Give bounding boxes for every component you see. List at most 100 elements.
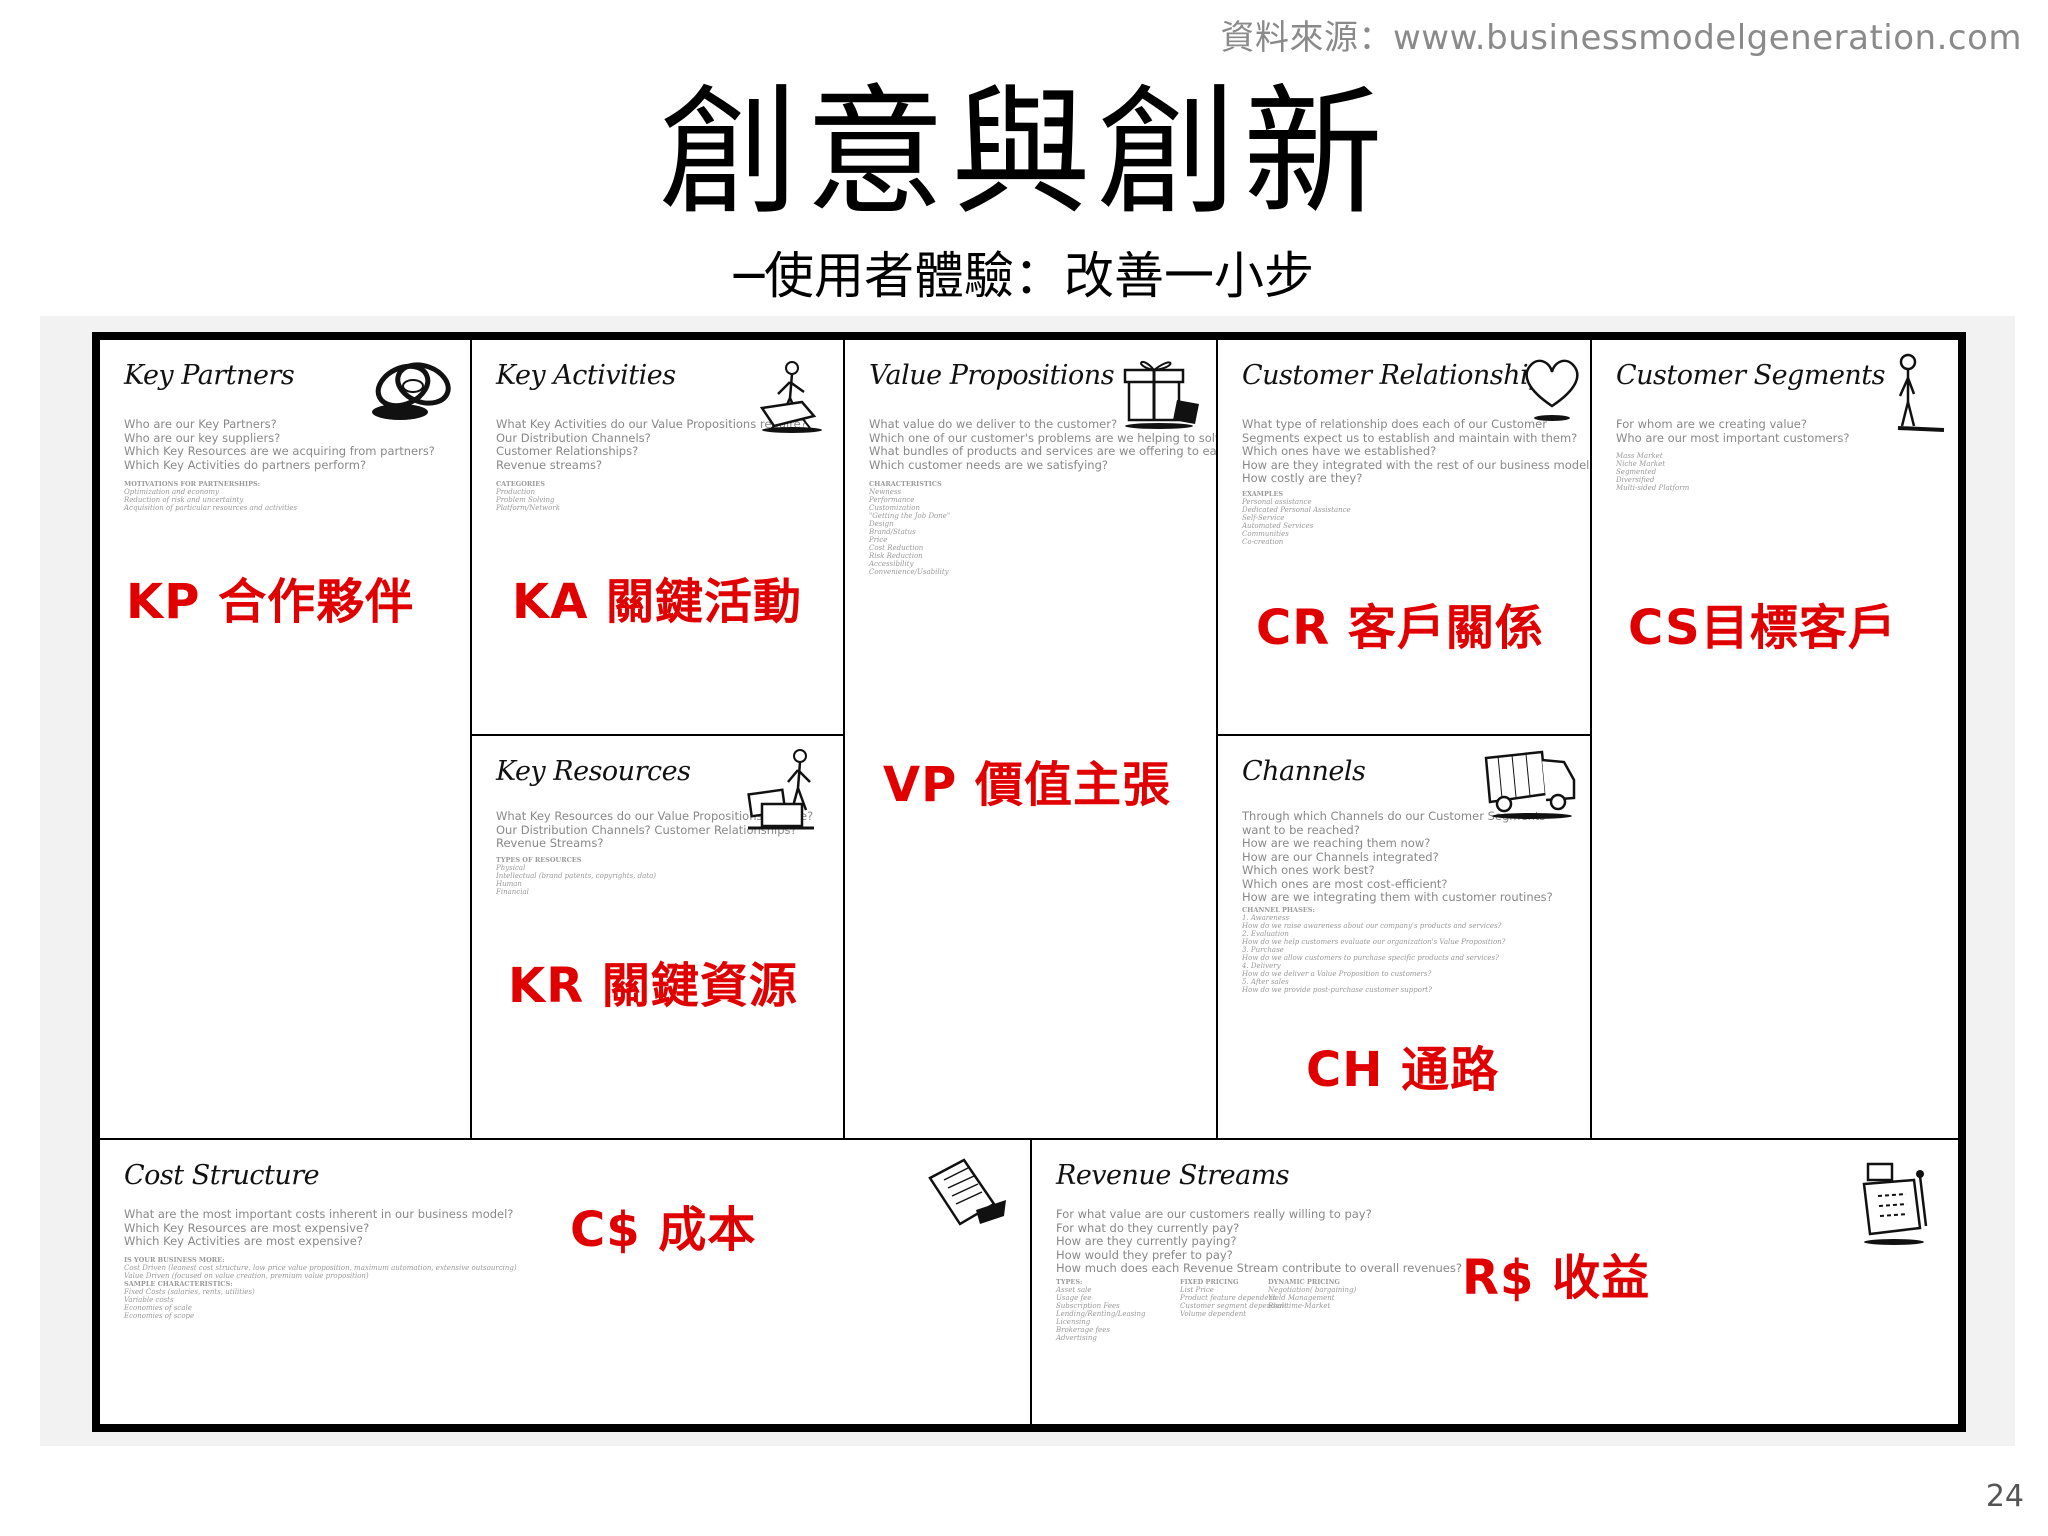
cell-label: VP 價值主張 xyxy=(883,757,1172,813)
cell-key-activities: Key Activities What Key Activities do ou… xyxy=(470,338,845,736)
text-line: Asset sale xyxy=(1056,1286,1092,1294)
cell-value-propositions: Value Propositions What value do we deli… xyxy=(843,338,1351,1140)
slide-title: 創意與創新 xyxy=(658,72,1389,235)
text-line: Optimization and economy xyxy=(124,488,219,496)
text-line: Co-creation xyxy=(1242,538,1284,546)
cell-questions: What Key Resources do our Value Proposit… xyxy=(496,809,814,851)
text-line: Licensing xyxy=(1056,1318,1091,1326)
text-line: How much does each Revenue Stream contri… xyxy=(1056,1261,1462,1275)
text-line: Economies of scope xyxy=(124,1312,195,1320)
text-line: Value Driven (focused on value creation,… xyxy=(124,1272,369,1280)
text-line: Usage fee xyxy=(1056,1294,1092,1302)
text-line: Which Key Resources are we acquiring fro… xyxy=(124,444,435,458)
cell-label: CR 客戶關係 xyxy=(1256,600,1544,656)
source-note: 資料來源：www.businessmodelgeneration.com xyxy=(1220,18,2022,58)
text-line: "Getting the Job Done" xyxy=(869,512,951,520)
text-line: How costly are they? xyxy=(1242,471,1363,485)
cell-revenue-streams: Revenue Streams For what value are our c… xyxy=(1030,1138,1960,1426)
text-line: Who are our Key Partners? xyxy=(124,417,277,431)
text-line: Who are our most important customers? xyxy=(1616,430,1850,445)
delivery-truck-icon xyxy=(1484,750,1576,819)
text-line: Product feature dependent xyxy=(1180,1294,1276,1302)
cell-questions: For what value are our customers really … xyxy=(1056,1207,1462,1276)
cell-questions: Who are our Key Partners?Who are our key… xyxy=(124,417,435,472)
cell-heading: Value Propositions xyxy=(869,360,1115,391)
text-line: Cost Reduction xyxy=(869,544,924,552)
slide-subtitle: ─使用者體驗：改善一小步 xyxy=(733,247,1315,305)
cell-label: KA 關鍵活動 xyxy=(512,574,803,630)
price-tag-icon xyxy=(928,1158,1006,1226)
cell-questions: What are the most important costs inhere… xyxy=(124,1207,513,1249)
text-line: DYNAMIC PRICING xyxy=(1268,1278,1340,1286)
text-line: Volume dependent xyxy=(1180,1310,1247,1318)
cell-questions: For whom are we creating value?Who are o… xyxy=(1616,417,1850,445)
text-line: Production xyxy=(496,488,535,496)
text-line: Our Distribution Channels? xyxy=(496,430,651,445)
text-line: Lending/Renting/Leasing xyxy=(1056,1310,1146,1318)
text-line: Newness xyxy=(869,488,902,496)
text-line: How are they integrated with the rest of… xyxy=(1242,457,1596,472)
text-line: For what do they currently pay? xyxy=(1056,1220,1240,1235)
text-line: SAMPLE CHARACTERISTICS: xyxy=(124,1280,233,1288)
text-line: Platform/Network xyxy=(496,504,560,512)
text-line: How do we raise awareness about our comp… xyxy=(1242,922,1502,930)
text-line: Convenience/Usability xyxy=(869,568,949,576)
text-line: EXAMPLES xyxy=(1242,490,1284,498)
text-line: How are we reaching them now? xyxy=(1242,836,1431,850)
text-line: Brokerage fees xyxy=(1056,1326,1110,1334)
cell-customer-segments: Customer Segments For whom are we creati… xyxy=(1590,338,1960,1140)
cell-details: IS YOUR BUSINESS MORE:Cost Driven (leane… xyxy=(124,1256,517,1320)
text-line: What Key Resources do our Value Proposit… xyxy=(496,809,814,823)
text-line: Customer Relationships? xyxy=(496,444,639,458)
text-line: Niche Market xyxy=(1616,460,1666,468)
text-line: Multi-sided Platform xyxy=(1616,484,1690,492)
text-line: Economies of scale xyxy=(124,1304,192,1312)
text-line: How do we provide post-purchase customer… xyxy=(1242,986,1432,994)
text-line: List Price xyxy=(1180,1286,1214,1294)
text-line: 4. Delivery xyxy=(1242,962,1281,970)
text-line: Price xyxy=(869,536,888,544)
cell-key-resources: Key Resources What Key Resources do our … xyxy=(470,734,845,1140)
text-line: What Key Activities do our Value Proposi… xyxy=(496,417,807,431)
text-line: Subscription Fees xyxy=(1056,1302,1120,1310)
worker-with-cart-icon xyxy=(759,361,822,433)
text-line: Problem Solving xyxy=(496,496,555,504)
cell-heading: Customer Relationships xyxy=(1242,360,1559,391)
text-line: CATEGORIES xyxy=(496,480,545,488)
person-icon xyxy=(1897,353,1945,432)
text-line: Which ones work best? xyxy=(1242,863,1375,877)
text-line: How do we allow customers to purchase sp… xyxy=(1242,954,1499,962)
text-line: Advertising xyxy=(1056,1334,1097,1342)
text-line: Acquisition of particular resources and … xyxy=(124,504,298,512)
text-line: Revenue Streams? xyxy=(496,836,604,850)
cell-details: MOTIVATIONS FOR PARTNERSHIPS:Optimizatio… xyxy=(124,480,297,512)
cell-heading: Channels xyxy=(1242,756,1366,787)
text-line: Who are our key suppliers? xyxy=(124,430,281,445)
text-line: Through which Channels do our Customer S… xyxy=(1242,809,1546,823)
text-line: Human xyxy=(496,880,522,888)
text-line: Customer segment dependent xyxy=(1180,1302,1288,1310)
text-line: Automated Services xyxy=(1242,522,1314,530)
text-line: Communities xyxy=(1242,530,1289,538)
text-line: TYPES: xyxy=(1056,1278,1083,1286)
cell-label: CS目標客戶 xyxy=(1628,600,1897,656)
cell-heading: Key Activities xyxy=(496,360,676,391)
text-line: Performance xyxy=(869,496,915,504)
text-line: 3. Purchase xyxy=(1242,946,1284,954)
text-line: Segments expect us to establish and main… xyxy=(1242,430,1578,445)
text-line: What type of relationship does each of o… xyxy=(1242,417,1547,431)
text-line: Customization xyxy=(869,504,920,512)
text-line: Design xyxy=(869,520,894,528)
text-line: How do we deliver a Value Proposition to… xyxy=(1242,970,1432,978)
cell-heading: Customer Segments xyxy=(1616,360,1886,391)
text-line: Diversified xyxy=(1616,476,1655,484)
text-line: How do we help customers evaluate our or… xyxy=(1242,938,1506,946)
cell-customer-relationships: Customer Relationships What type of rela… xyxy=(1216,338,1596,736)
